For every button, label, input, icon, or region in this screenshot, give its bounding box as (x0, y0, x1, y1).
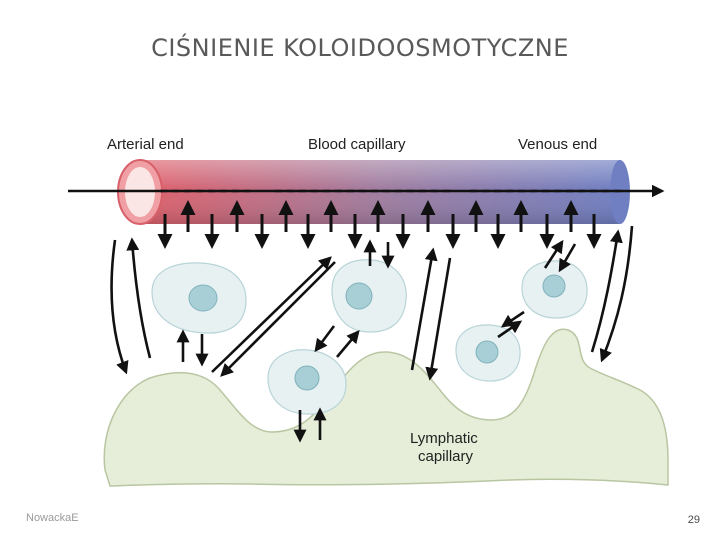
absorption-arrows (180, 200, 579, 232)
arterial-end-label: Arterial end (107, 136, 184, 153)
page-number: 29 (687, 514, 700, 526)
slide-title: CIŚNIENIE KOLOIDOOSMOTYCZNE (151, 34, 569, 62)
footer-author: NowackaE (26, 512, 79, 524)
blood-capillary-label: Blood capillary (308, 136, 406, 153)
filtration-arrows (157, 214, 602, 249)
lymphatic-capillary (103, 328, 669, 487)
venous-end-label: Venous end (518, 136, 597, 153)
lymphatic-capillary-label: Lymphatic (410, 430, 478, 447)
lymphatic-capillary-label-2: capillary (418, 448, 474, 465)
tissue-cells (151, 259, 588, 415)
interstitial-arrows (110, 225, 634, 443)
